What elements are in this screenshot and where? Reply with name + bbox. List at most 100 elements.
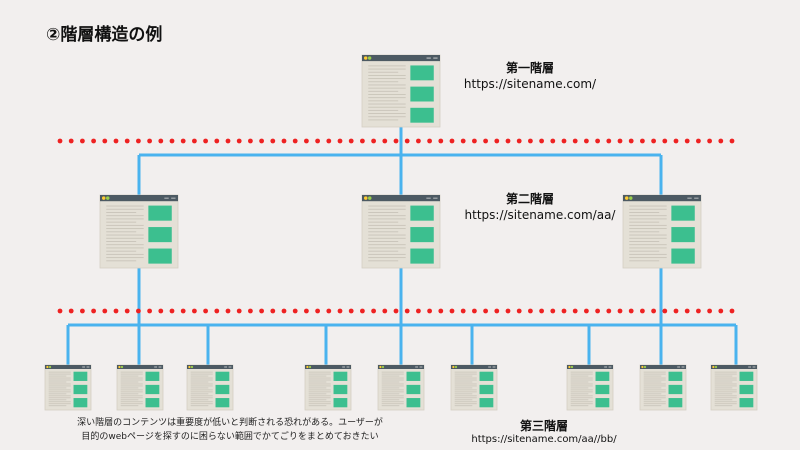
content-block [148, 248, 172, 264]
content-line [714, 389, 737, 391]
content-block [479, 384, 494, 395]
content-block [671, 227, 695, 243]
content-line [381, 371, 404, 373]
content-line [381, 383, 404, 385]
content-line [368, 224, 406, 226]
content-line [120, 385, 143, 387]
content-block [410, 205, 434, 221]
separator-dot [147, 308, 153, 314]
content-line [570, 383, 593, 385]
content-line [381, 397, 404, 399]
content-line [368, 97, 406, 99]
content-block [410, 65, 434, 81]
content-block [73, 371, 88, 381]
content-line [714, 401, 737, 403]
content-line [381, 381, 400, 383]
connector-lines [66, 127, 738, 365]
content-line [368, 106, 406, 108]
content-line [454, 371, 477, 373]
content-line [629, 208, 667, 210]
separator-dot [662, 138, 668, 144]
separator-dot [684, 138, 690, 144]
content-line [629, 205, 667, 207]
level3-name: 第三階層 [519, 419, 568, 433]
content-line [381, 403, 404, 405]
window-dot-icon [118, 365, 121, 369]
content-line [106, 208, 144, 210]
content-block [410, 86, 434, 102]
page-titlebar [117, 365, 163, 369]
note-line-1: 深い階層のコンテンツは重要度が低いと判断される恐れがある。ユーザーが [77, 418, 383, 428]
content-line [643, 399, 662, 401]
separator-dot [236, 308, 242, 314]
content-line [308, 405, 327, 407]
content-line [190, 405, 209, 407]
content-line [48, 375, 67, 377]
content-line [643, 395, 666, 397]
separator-dot [673, 138, 679, 144]
separator-dot [113, 138, 119, 144]
separator-dot [270, 308, 276, 314]
separator-dot [270, 138, 276, 144]
window-dot-icon [106, 196, 110, 200]
content-line [120, 377, 143, 379]
content-line [368, 74, 406, 76]
content-line [190, 401, 213, 403]
content-line [454, 387, 473, 389]
content-line [48, 385, 71, 387]
separator-dot [472, 138, 477, 144]
content-line [714, 377, 737, 379]
separator-dot [684, 308, 690, 314]
content-block [73, 384, 88, 395]
separator-dot [236, 138, 242, 144]
content-line [308, 385, 331, 387]
content-line [368, 253, 406, 255]
page-titlebar [711, 365, 757, 369]
content-line [714, 397, 737, 399]
content-block [739, 371, 754, 381]
content-block [333, 371, 348, 381]
content-line [106, 247, 144, 249]
level2-name: 第二階層 [505, 192, 554, 206]
content-block [145, 371, 160, 381]
content-line [381, 399, 400, 401]
content-line [714, 371, 737, 373]
content-line [570, 375, 589, 377]
separator-dot [91, 308, 96, 314]
page-level3 [116, 364, 164, 411]
separator-dot [550, 308, 556, 314]
content-line [381, 373, 404, 375]
content-line [368, 90, 399, 92]
window-dot-icon [712, 365, 715, 369]
content-line [368, 231, 399, 233]
content-line [368, 81, 399, 83]
content-line [368, 244, 406, 246]
page-level1 [361, 54, 441, 128]
content-line [570, 399, 589, 401]
separator-dot [124, 308, 130, 314]
content-line [368, 65, 406, 67]
content-line [106, 212, 137, 213]
separator-dot [449, 308, 455, 314]
separator-dot [718, 138, 724, 144]
separator-dot [438, 138, 444, 144]
content-line [308, 391, 331, 393]
content-line [106, 257, 144, 259]
separator-dot [494, 138, 500, 144]
separator-dot [606, 308, 612, 314]
content-line [570, 377, 593, 379]
separator-dot [416, 308, 421, 314]
content-line [629, 253, 667, 255]
content-line [714, 385, 737, 387]
content-line [120, 395, 143, 397]
page-titlebar [378, 365, 424, 369]
content-block [479, 371, 494, 381]
content-block [406, 398, 421, 408]
separator-dot [169, 138, 175, 144]
window-dot-icon [367, 56, 372, 60]
separator-dot [707, 138, 712, 144]
separator-dot [651, 138, 656, 144]
content-line [643, 397, 666, 399]
separator-dot [248, 138, 253, 144]
content-line [454, 391, 477, 393]
